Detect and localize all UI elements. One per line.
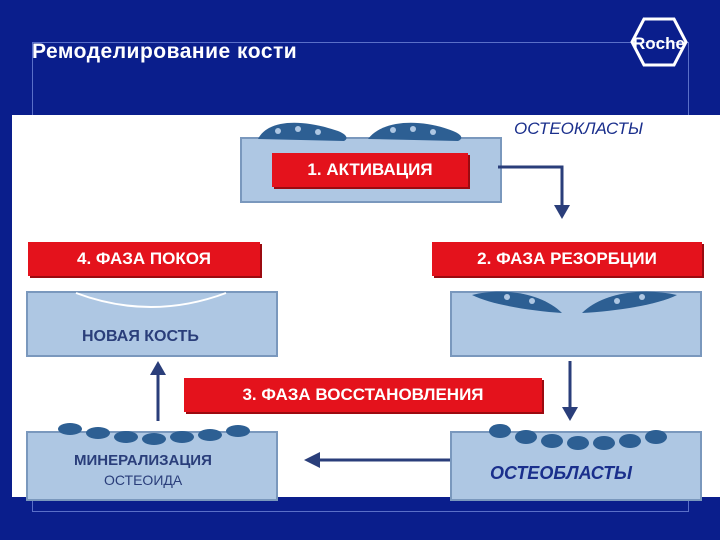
new-bone-surface (75, 292, 227, 308)
logo-text: Roche (633, 34, 685, 53)
resorption-bone (450, 291, 702, 357)
osteoblasts-label: ОСТЕОБЛАСТЫ (490, 463, 633, 483)
mineralization-bone (26, 431, 278, 501)
frame-bottom-line (32, 511, 688, 512)
arrow-to-osteoblasts (562, 361, 578, 421)
phase-2-label: 2. ФАЗА РЕЗОРБЦИИ (432, 242, 702, 276)
bone-remodeling-diagram: ОСТЕОКЛАСТЫ 1. АКТИВАЦИЯ 4. ФАЗА ПОКОЯ 2… (12, 115, 720, 501)
roche-logo: Roche (630, 17, 688, 67)
arrow-to-mineralization (304, 452, 450, 468)
osteoblast-cells (489, 424, 667, 450)
new-bone-label: НОВАЯ КОСТЬ (82, 328, 199, 345)
phase-4-label: 4. ФАЗА ПОКОЯ (28, 242, 260, 276)
slide-title: Ремоделирование кости (32, 40, 298, 63)
phase-3-label: 3. ФАЗА ВОССТАНОВЛЕНИЯ (184, 378, 542, 412)
resorption-osteoclast-cells (472, 291, 677, 313)
osteoclasts-label: ОСТЕОКЛАСТЫ (514, 119, 644, 138)
mineralization-label-line1: МИНЕРАЛИЗАЦИЯ (74, 452, 212, 469)
arrow-to-resorption (498, 165, 570, 219)
frame-top-line (32, 42, 688, 43)
mineralization-cells (58, 423, 250, 445)
new-bone-block (26, 291, 278, 357)
arrow-to-rest-phase (150, 361, 166, 421)
phase-1-label: 1. АКТИВАЦИЯ (272, 153, 468, 187)
mineralization-label-line2: ОСТЕОИДА (104, 472, 183, 488)
activation-osteoclast-cells (258, 122, 462, 141)
